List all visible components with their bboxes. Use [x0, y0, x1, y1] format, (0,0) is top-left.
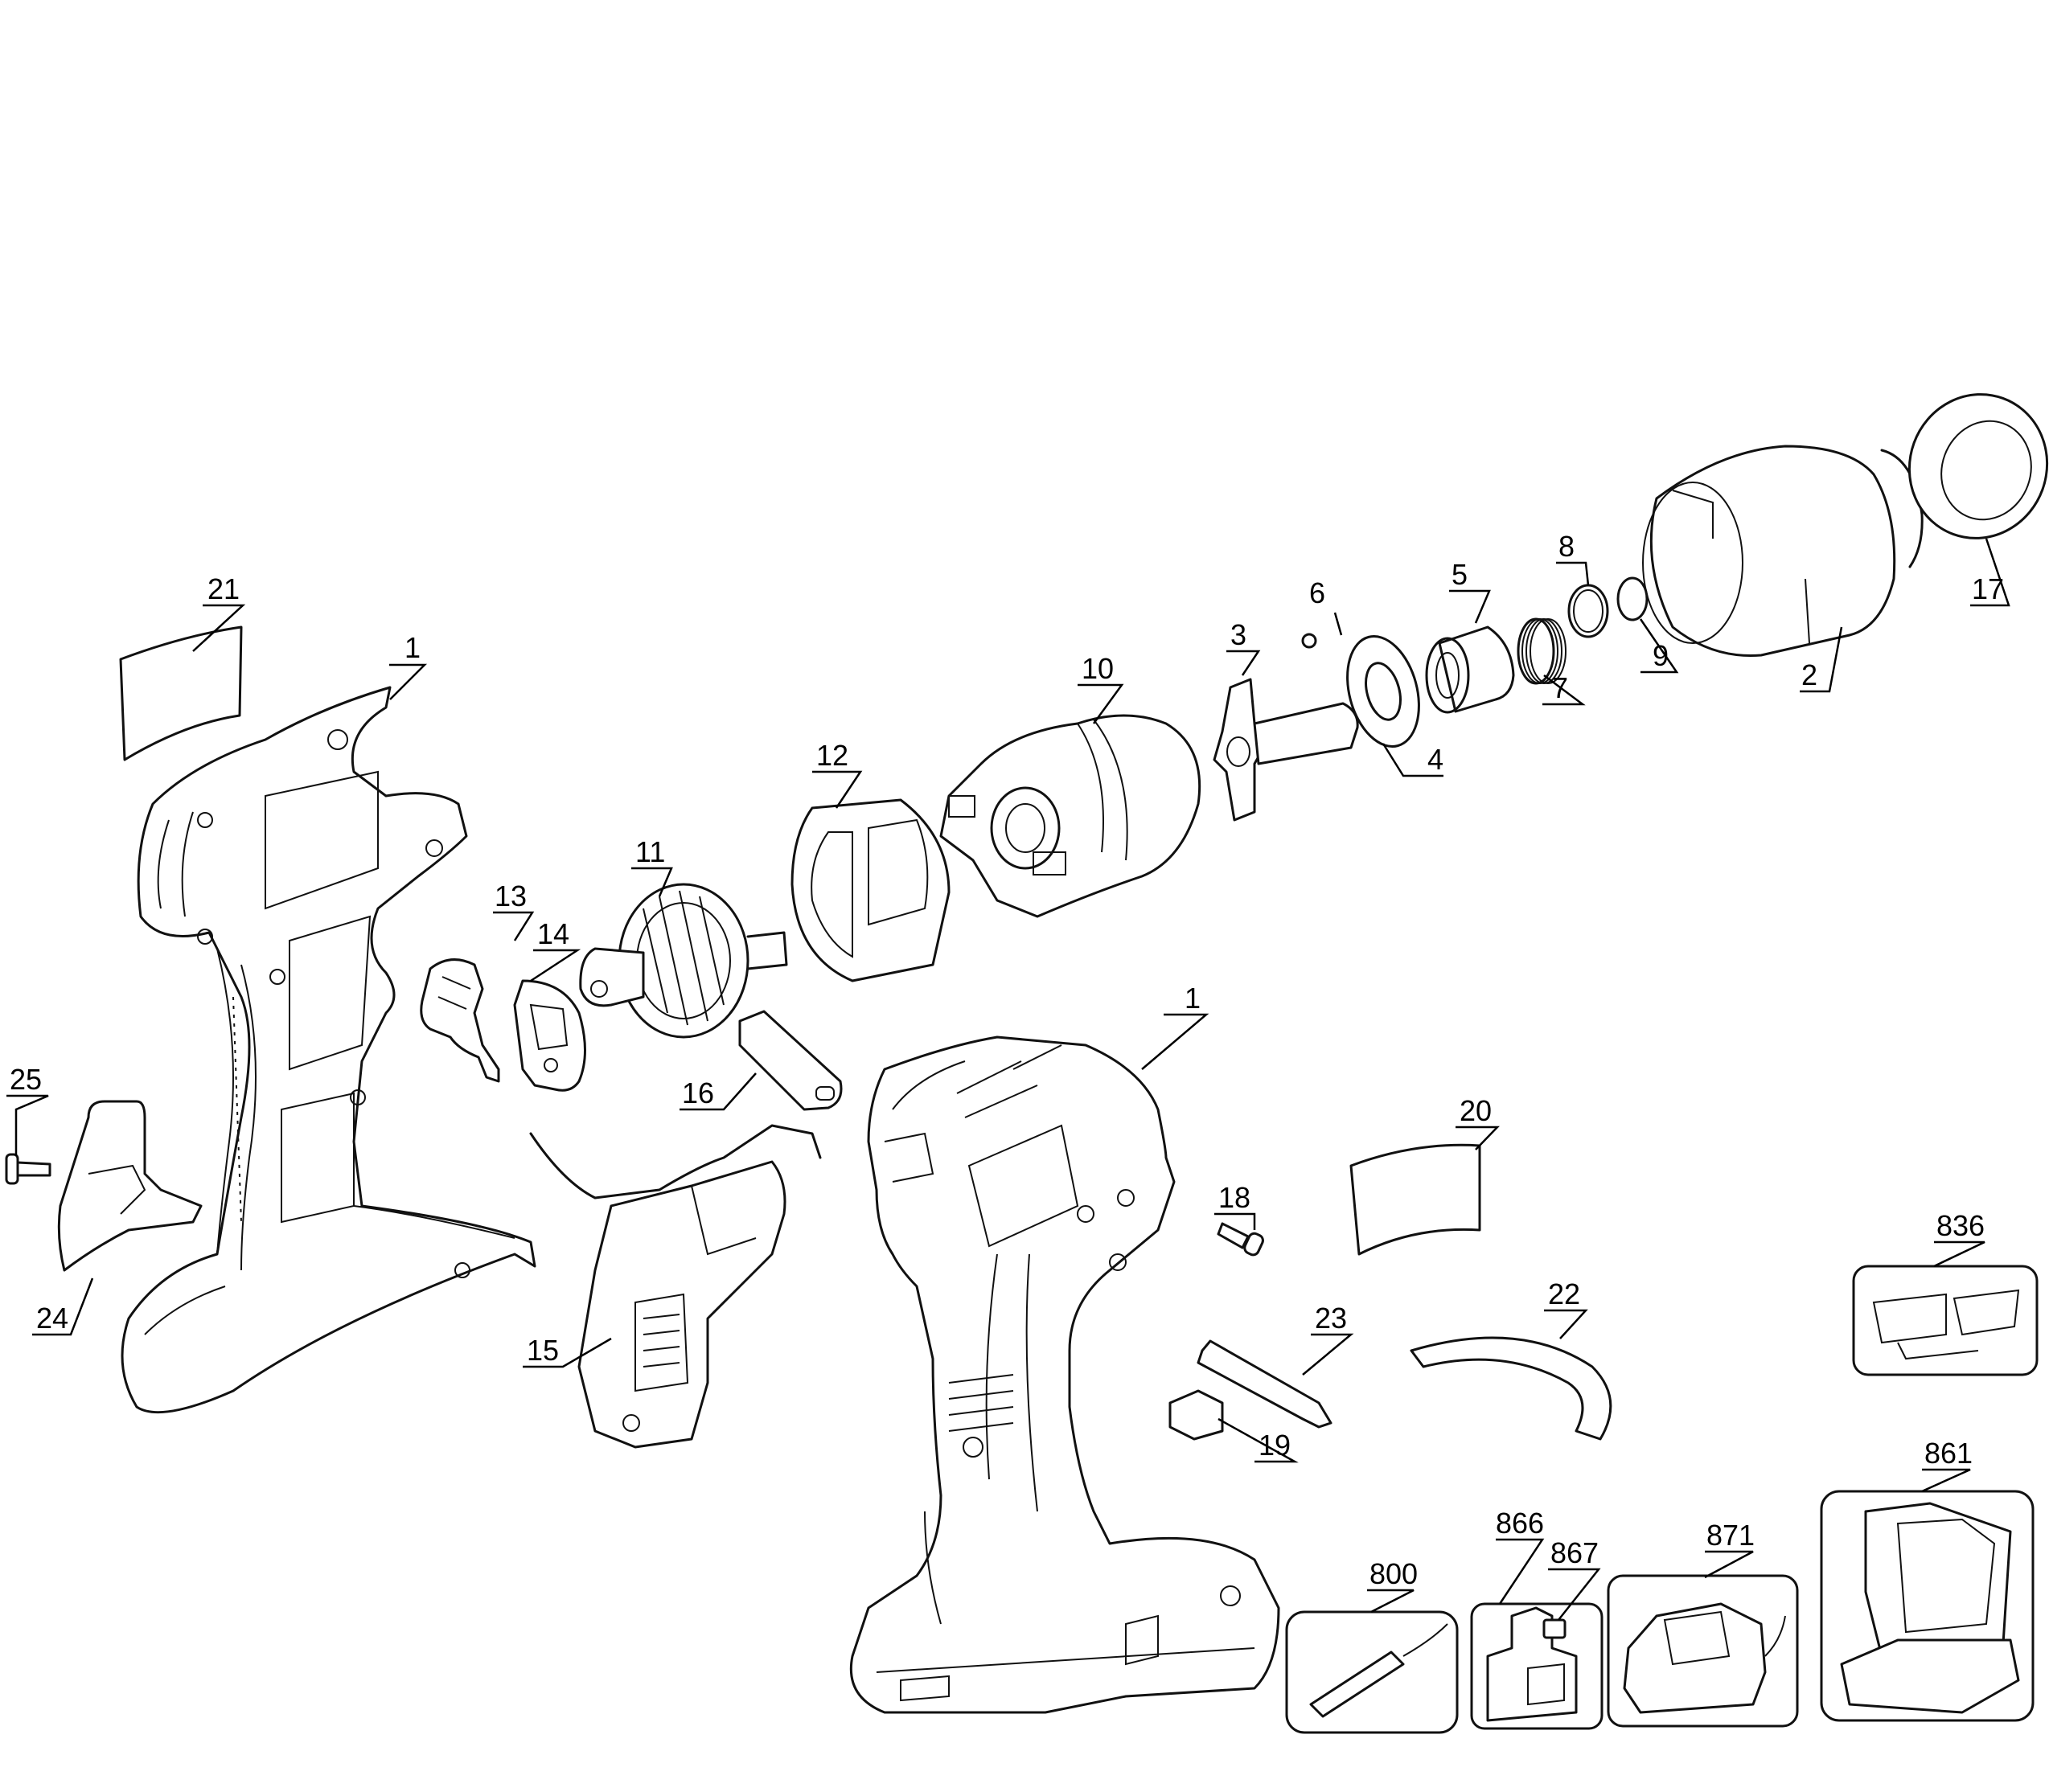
- callout-15: 15: [527, 1334, 559, 1367]
- part-1-assembled-housing: [849, 1035, 1280, 1714]
- part-8-ring: [1567, 584, 1609, 638]
- part-23-bit: [1197, 1339, 1332, 1429]
- part-867-cap: [1542, 1618, 1567, 1639]
- callout-14: 14: [537, 917, 569, 950]
- kit-800-accessory: [1285, 1610, 1459, 1734]
- callout-22: 22: [1548, 1277, 1580, 1310]
- part-22-band: [1410, 1336, 1612, 1441]
- callout-23: 23: [1315, 1302, 1347, 1335]
- part-6-ball: [1301, 633, 1317, 649]
- callout-21: 21: [207, 572, 240, 605]
- part-21-label: [119, 625, 243, 761]
- callout-19: 19: [1259, 1429, 1291, 1462]
- part-24-clip: [57, 1100, 203, 1272]
- part-25-screw: [5, 1153, 51, 1185]
- callout-2: 2: [1801, 658, 1817, 691]
- callout-861: 861: [1924, 1437, 1973, 1470]
- callout-24: 24: [36, 1302, 68, 1335]
- callout-867: 867: [1550, 1536, 1599, 1569]
- callout-871: 871: [1706, 1519, 1755, 1552]
- part-12-ring: [790, 798, 951, 982]
- callout-11: 11: [635, 835, 665, 868]
- part-17-boot: [1907, 393, 2049, 539]
- part-9-ring: [1616, 576, 1649, 621]
- kit-871-charger: [1607, 1574, 1799, 1728]
- part-14-brush-plate: [513, 979, 586, 1092]
- part-7-spring: [1517, 617, 1567, 685]
- part-5-hammer: [1425, 625, 1515, 714]
- callout-10: 10: [1082, 652, 1114, 685]
- part-19-block: [1168, 1389, 1224, 1441]
- callout-leaders: [6, 538, 2010, 1621]
- callout-25: 25: [10, 1063, 42, 1096]
- callout-20: 20: [1460, 1094, 1492, 1127]
- part-15-switch: [529, 1124, 822, 1449]
- callout-866: 866: [1496, 1507, 1544, 1540]
- callout-1-lower: 1: [1185, 982, 1201, 1015]
- callout-12: 12: [816, 739, 848, 772]
- callout-4: 4: [1427, 743, 1443, 776]
- callout-6: 6: [1309, 576, 1325, 609]
- part-2-nose-cover: [1642, 445, 1924, 658]
- kit-836-tray: [1852, 1265, 2039, 1376]
- callout-13: 13: [495, 880, 527, 912]
- callout-5: 5: [1452, 558, 1468, 591]
- callout-18: 18: [1218, 1181, 1250, 1214]
- callout-1-upper: 1: [404, 631, 421, 664]
- part-3-anvil: [1213, 678, 1359, 822]
- part-13-brush-holder: [420, 958, 500, 1083]
- part-1-left-housing-half: [121, 686, 536, 1414]
- callout-800: 800: [1369, 1557, 1418, 1590]
- callout-16: 16: [682, 1076, 714, 1109]
- callout-17: 17: [1972, 572, 2004, 605]
- kit-866-battery: [1470, 1602, 1603, 1730]
- callout-9: 9: [1653, 639, 1669, 672]
- part-11-armature: [579, 883, 788, 1039]
- callout-836: 836: [1936, 1209, 1985, 1242]
- part-10-gear-housing: [939, 714, 1201, 918]
- callout-numbers: 21 1 6 3 10 12 11 13 14 4 5 8 7 9 2 17 1…: [10, 530, 2004, 1590]
- part-16-link: [738, 1010, 843, 1111]
- callout-3: 3: [1230, 618, 1246, 651]
- callout-8: 8: [1558, 530, 1575, 563]
- kit-861-case: [1820, 1490, 2035, 1722]
- part-4-washer: [1346, 635, 1420, 748]
- part-20-label: [1349, 1143, 1481, 1256]
- part-18-screw: [1217, 1222, 1264, 1257]
- callout-7: 7: [1552, 671, 1568, 704]
